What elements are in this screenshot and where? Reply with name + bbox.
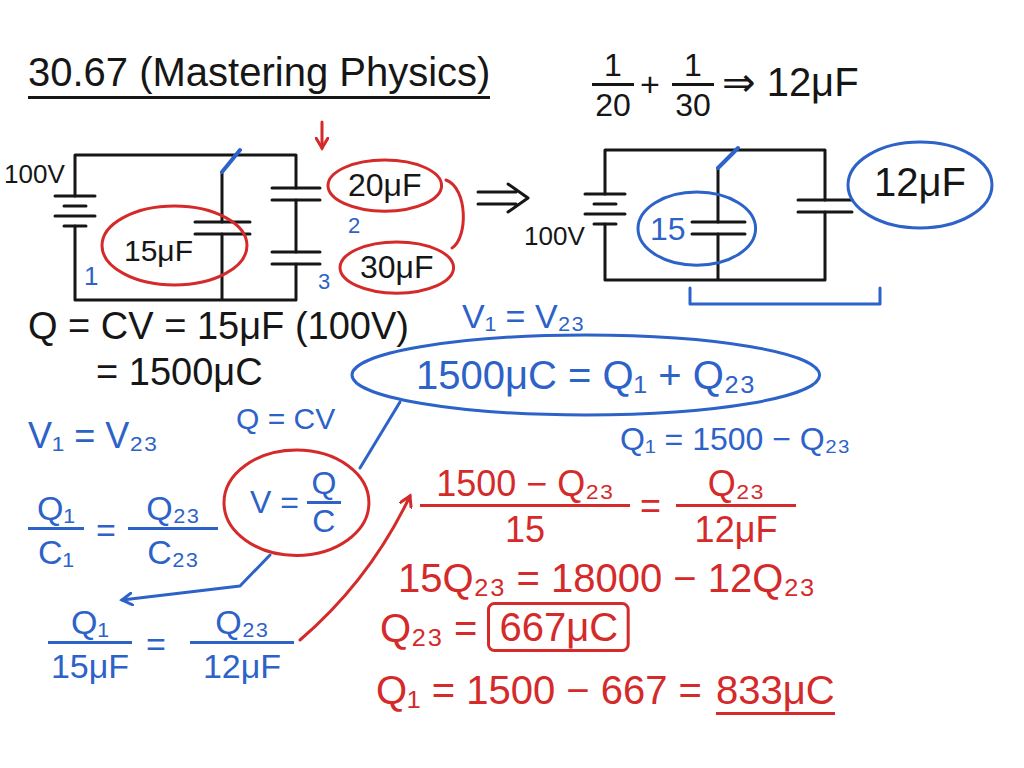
answer-value: 833μC — [716, 668, 835, 715]
node-text: 20μF — [348, 168, 422, 203]
fraction-part: Q₂₃ — [190, 604, 294, 644]
equation: 15Q₂₃ = 18000 − 12Q₂₃ — [398, 556, 815, 600]
capacitor-label: 15μF — [100, 204, 249, 287]
boxed-mark — [489, 604, 629, 651]
equation-result: ⇒ 12μF — [722, 60, 859, 104]
fraction-part: 30 — [672, 88, 714, 123]
fraction-part: Q₂₃ — [128, 490, 218, 530]
voltage-label: 100V — [524, 222, 585, 251]
equation: = 1500μC — [96, 352, 263, 394]
node-text: 30μF — [360, 250, 434, 285]
equivalent-arrow — [478, 184, 528, 212]
callout-number: 1 — [84, 262, 98, 291]
fraction-part: Q₁ — [48, 604, 132, 644]
circled-mark — [352, 335, 820, 415]
fraction-part: 1 — [592, 48, 634, 86]
node-text: 12μF — [874, 160, 966, 204]
equation: Q₁ = 1500 − 667 = — [376, 668, 702, 712]
node-text: 667μC — [499, 605, 618, 649]
operator: = — [96, 512, 116, 549]
fraction-part: 15μF — [48, 648, 132, 685]
capacitor-label: 20μF — [326, 158, 444, 213]
equation: Q₂₃ = — [380, 606, 477, 650]
fraction-part: 20 — [592, 88, 634, 123]
fraction-part: C₂₃ — [128, 534, 218, 571]
node-text: 15μF — [124, 234, 193, 267]
fraction-part: 1500 − Q₂₃ — [420, 464, 630, 507]
capacitor-label: 12μF — [846, 140, 994, 230]
fraction-part: C — [307, 504, 341, 539]
node-outline — [576, 130, 818, 327]
equation: Q₁ = 1500 − Q₂₃ — [620, 422, 850, 457]
circled-mark — [328, 160, 442, 211]
fraction-part: 15 — [420, 510, 630, 550]
circled-mark — [102, 206, 247, 285]
equation: V₁ = V₂₃ — [28, 416, 158, 456]
callout-number: 2 — [348, 214, 360, 238]
capacitor-label: 15 — [636, 190, 758, 267]
fraction-part: C₁ — [28, 534, 84, 571]
fraction-part: Q — [307, 466, 341, 504]
series-bracket — [446, 180, 463, 248]
fraction-part: 12μF — [190, 648, 294, 685]
operator: = — [146, 626, 166, 663]
answer-box: 667μC — [487, 602, 630, 652]
equation: V₁ = V₂₃ — [462, 298, 585, 335]
circled-mark — [224, 450, 369, 555]
fraction-part: 12μF — [676, 510, 796, 550]
switch-mark — [222, 148, 738, 172]
node-text: 15 — [650, 212, 686, 247]
formula-circle: V =QC — [222, 448, 371, 557]
circuit-wires — [75, 150, 825, 300]
fraction-part: Q₂₃ — [676, 464, 796, 507]
fraction-part: 1 — [672, 48, 714, 86]
pointer-arrow — [321, 122, 324, 148]
equation: Q = CV = 15μF (100V) — [28, 306, 409, 348]
parallel-bracket — [690, 288, 880, 304]
operator: + — [640, 66, 660, 103]
voltage-label: 100V — [4, 160, 65, 189]
key-equation: 1500μC = Q₁ + Q₂₃ — [350, 333, 822, 417]
operator: = — [640, 486, 661, 526]
circled-mark — [848, 142, 992, 228]
capacitor-label: 30μF — [338, 240, 456, 295]
callout-number: 3 — [318, 270, 330, 294]
circled-mark — [638, 192, 756, 265]
page-title: 30.67 (Mastering Physics) — [28, 50, 490, 99]
leader-line — [360, 402, 400, 468]
node-text: 1500μC = Q₁ + Q₂₃ — [416, 353, 756, 397]
equation: Q = CV — [236, 402, 335, 435]
fraction-part: Q₁ — [28, 490, 84, 530]
circled-mark — [340, 242, 454, 293]
formula-text: V = — [250, 485, 299, 520]
